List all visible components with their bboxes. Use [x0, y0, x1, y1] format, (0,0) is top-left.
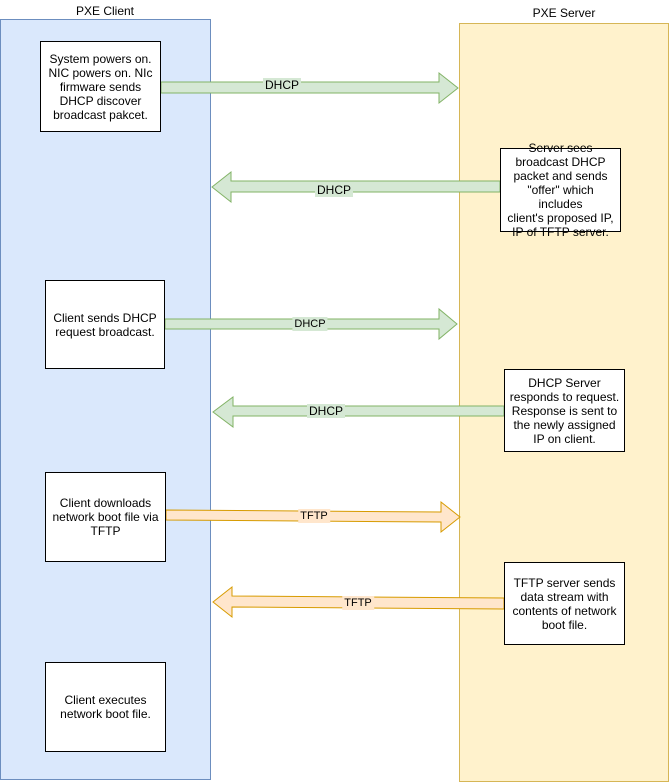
dhcp-offer-label: DHCP: [314, 183, 354, 197]
server-offer-box: Server sees broadcast DHCP packet and se…: [500, 141, 621, 239]
client-lane: [0, 19, 211, 780]
dhcp-discover-arrow: [160, 71, 459, 105]
dhcp-discover-label: DHCP: [262, 78, 302, 92]
dhcp-offer-arrow: [211, 170, 501, 204]
tftp-request-label: TFTP: [298, 509, 330, 523]
server-lane-title: PXE Server: [532, 6, 596, 20]
client-execute-box: Client executes network boot file.: [45, 662, 166, 752]
dhcp-request-label: DHCP: [292, 317, 328, 331]
dhcp-ack-label: DHCP: [306, 404, 346, 418]
dhcp-ack-arrow: [212, 396, 505, 428]
tftp-data-label: TFTP: [342, 596, 374, 610]
server-tftp-box: TFTP server sends data stream with conte…: [504, 562, 625, 645]
client-lane-title: PXE Client: [75, 4, 135, 18]
client-download-box: Client downloads network boot file via T…: [45, 472, 166, 562]
server-response-box: DHCP Server responds to request. Respons…: [504, 369, 625, 452]
client-power-on-box: System powers on. NIC powers on. NIc fir…: [40, 41, 161, 132]
client-request-box: Client sends DHCP request broadcast.: [45, 280, 165, 369]
